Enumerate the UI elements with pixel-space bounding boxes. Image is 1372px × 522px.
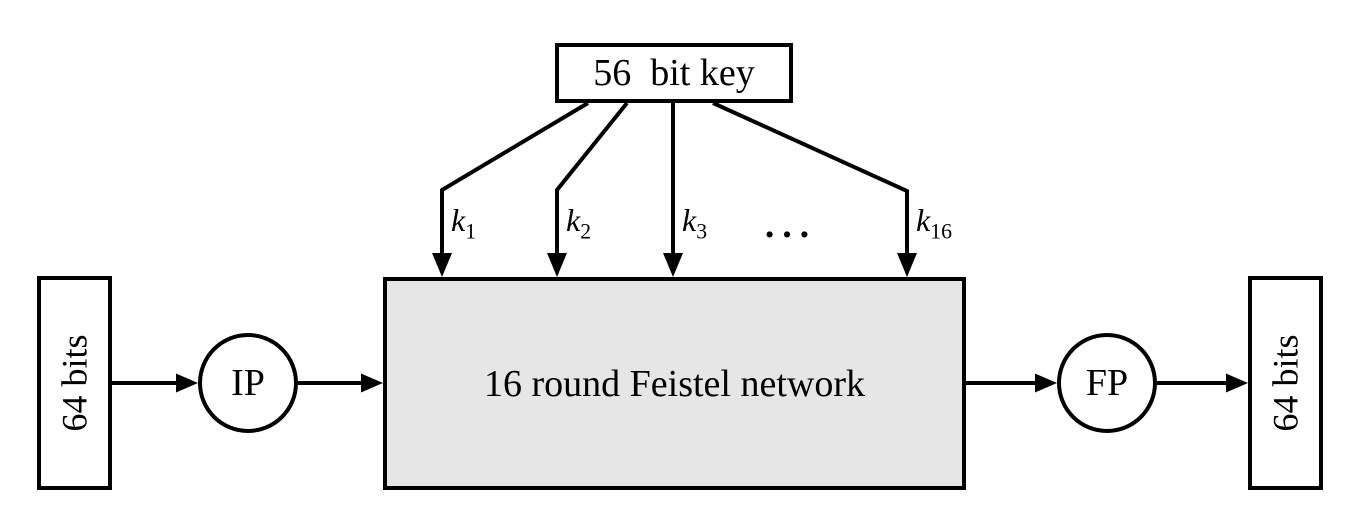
- subkey-ellipsis: …: [761, 192, 815, 249]
- arrow-feistel-to-fp: [966, 373, 1057, 393]
- input-bits-box: 64 bits: [37, 276, 112, 490]
- arrowhead-down-icon: [897, 253, 917, 277]
- arrowhead-down-icon: [663, 253, 683, 277]
- arrow-fp-to-output: [1157, 373, 1248, 393]
- subkey-label-k2: k2: [566, 204, 591, 243]
- arrowhead-right-icon: [1035, 373, 1057, 393]
- arrow-ip-to-feistel: [298, 373, 383, 393]
- subkey-label-k1: k1: [451, 204, 476, 243]
- feistel-box-label: 16 round Feistel network: [483, 362, 865, 405]
- arrow-input-to-ip: [112, 373, 198, 393]
- subkey-label-k3: k3: [682, 204, 707, 243]
- arrowhead-right-icon: [1226, 373, 1248, 393]
- subkey-base: k: [566, 202, 581, 238]
- subkey-sub: 16: [930, 219, 952, 244]
- output-bits-label: 64 bits: [1265, 334, 1306, 432]
- output-bits-box: 64 bits: [1248, 276, 1323, 490]
- feistel-box: 16 round Feistel network: [383, 277, 966, 490]
- subkey-label-k16: k16: [916, 204, 952, 243]
- fp-node: FP: [1057, 333, 1157, 433]
- subkey-arrow-k2: [547, 101, 629, 277]
- subkey-base: k: [916, 202, 931, 238]
- key-box: 56 bit key: [555, 43, 793, 103]
- ip-node-label: IP: [231, 362, 265, 404]
- key-box-label: 56 bit key: [593, 52, 755, 94]
- input-bits-label: 64 bits: [54, 334, 95, 432]
- subkey-arrow-k1: [432, 101, 590, 277]
- subkey-sub: 3: [696, 219, 708, 244]
- subkey-sub: 1: [465, 219, 477, 244]
- arrowhead-right-icon: [176, 373, 198, 393]
- arrowhead-right-icon: [361, 373, 383, 393]
- fp-node-label: FP: [1085, 362, 1129, 404]
- subkey-arrow-k16: [712, 101, 917, 277]
- arrowhead-down-icon: [547, 253, 567, 277]
- subkey-base: k: [682, 202, 697, 238]
- arrowhead-down-icon: [432, 253, 452, 277]
- subkey-arrow-k3: [663, 103, 683, 277]
- ip-node: IP: [198, 333, 298, 433]
- subkey-base: k: [451, 202, 466, 238]
- subkey-sub: 2: [580, 219, 592, 244]
